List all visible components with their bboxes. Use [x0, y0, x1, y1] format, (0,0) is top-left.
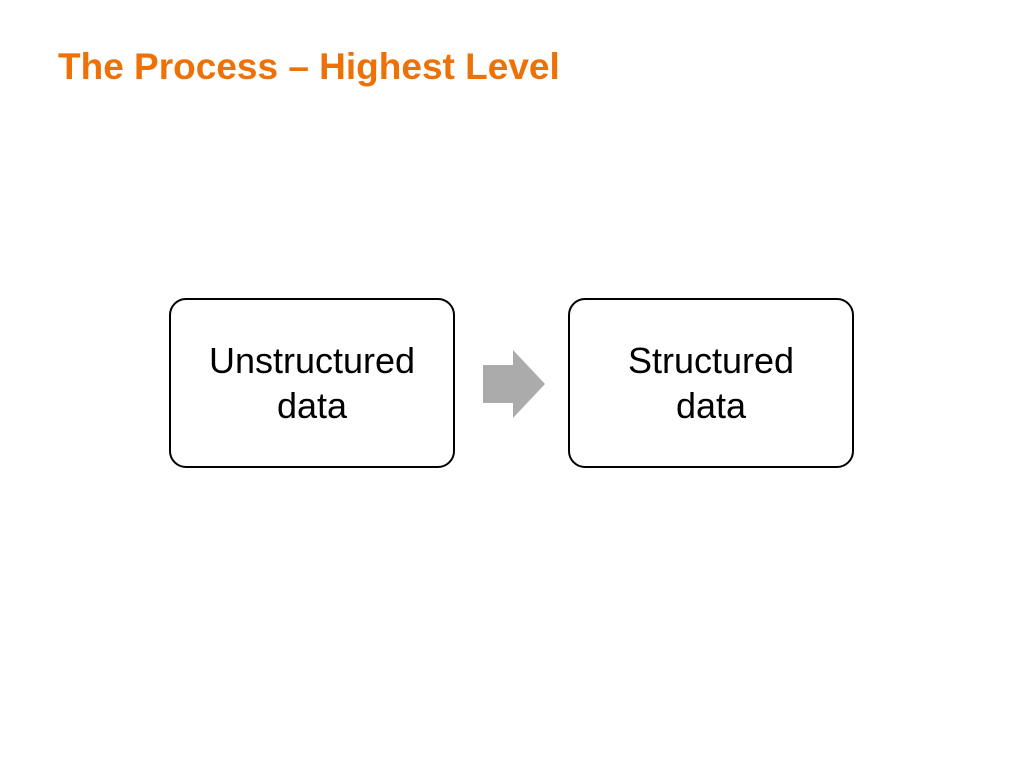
right-arrow-icon	[483, 350, 545, 418]
process-box-structured-data: Structured data	[568, 298, 854, 468]
process-box-label: Structured data	[627, 340, 795, 426]
process-box-label: Unstructured data	[208, 340, 416, 426]
process-box-unstructured-data: Unstructured data	[169, 298, 455, 468]
slide-title: The Process – Highest Level	[58, 46, 560, 87]
